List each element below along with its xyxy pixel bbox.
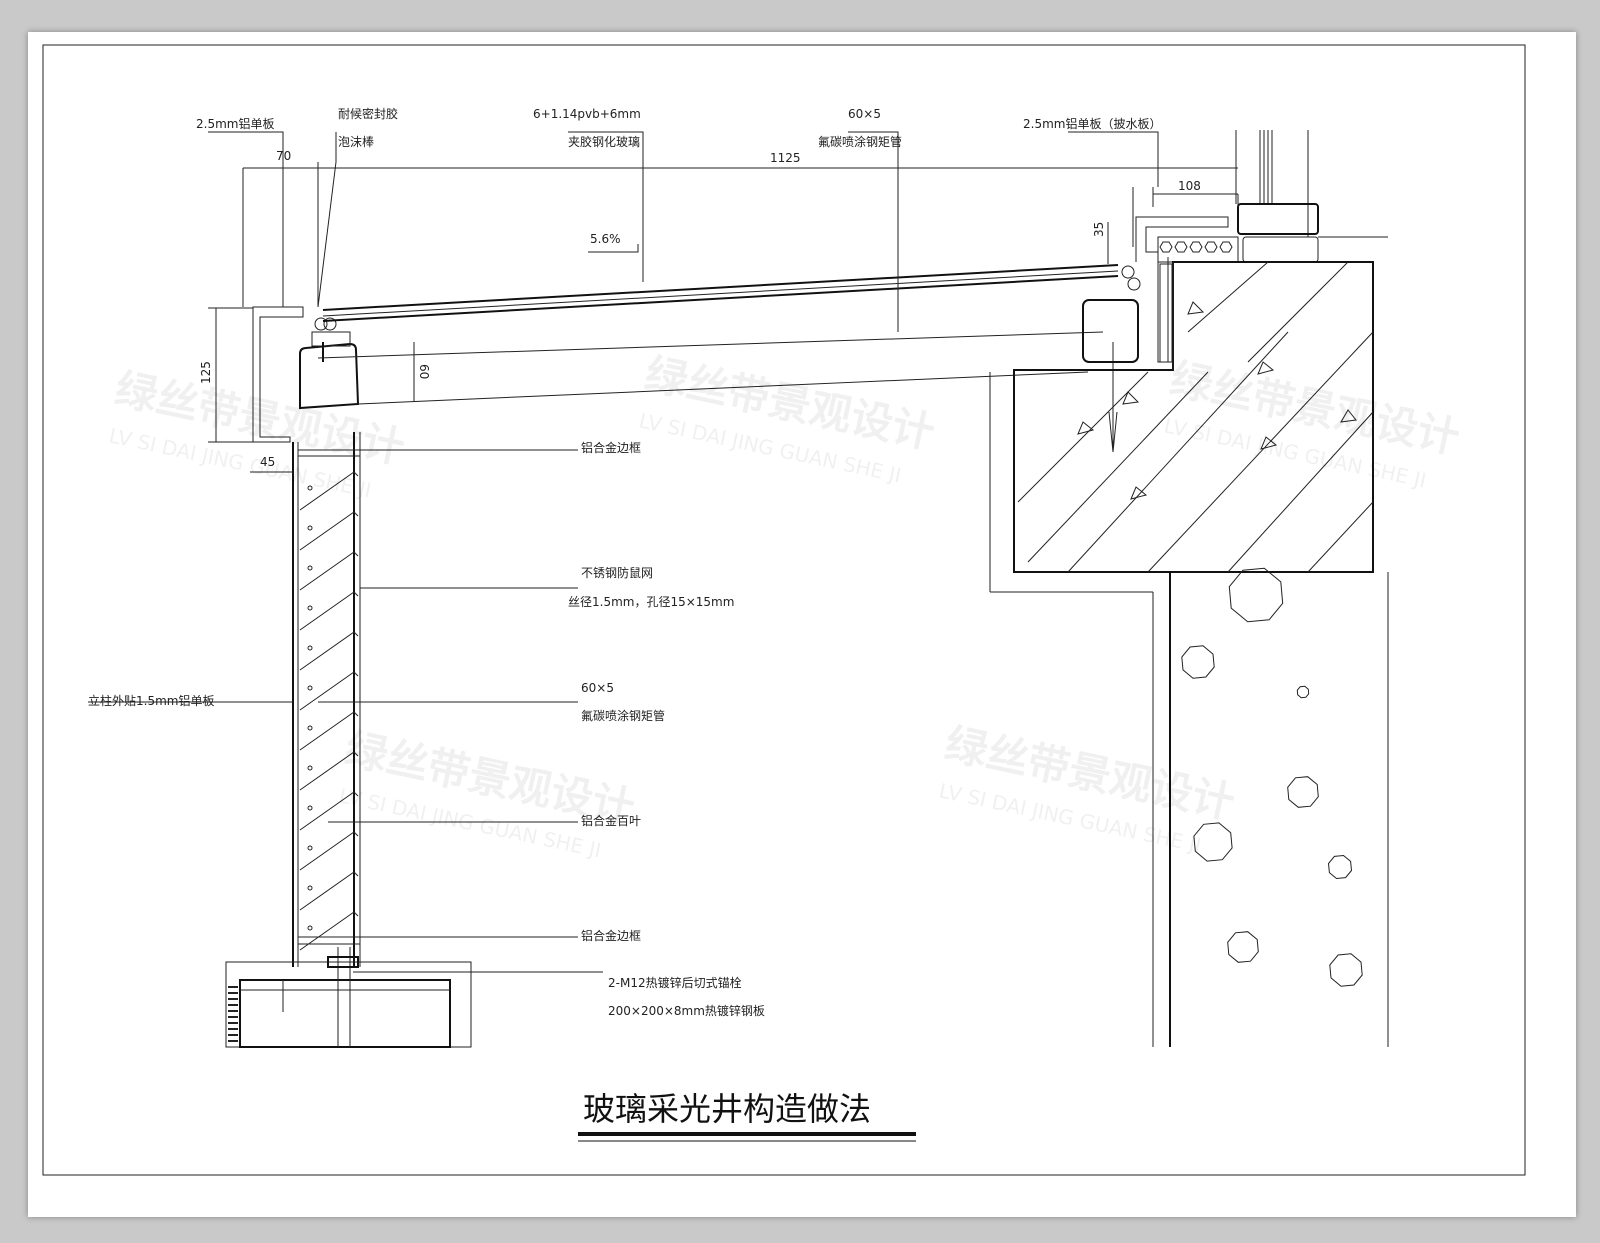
laminated-glass — [317, 264, 1119, 405]
dim-35: 35 — [1092, 222, 1106, 237]
aggregate-stone — [1181, 645, 1215, 679]
louver-pin — [307, 925, 313, 931]
label-al-plate-left: 2.5mm铝单板 — [196, 116, 274, 131]
aggregate-stone — [1287, 776, 1319, 808]
aggregate-stone — [1228, 567, 1284, 623]
leader-lines — [88, 131, 1159, 973]
louver-pin — [307, 565, 313, 571]
left-aluminum-plate — [252, 306, 304, 443]
drawing-title: 玻璃采光井构造做法 — [583, 1090, 871, 1128]
hatch-line — [1067, 331, 1289, 573]
dim-1125: 1125 — [770, 151, 801, 165]
louver-pin — [307, 725, 313, 731]
section-drawing: 2.5mm铝单板 耐候密封胶 泡沫棒 6+1.14pvb+6mm 夹胶钢化玻璃 … — [42, 44, 1526, 1176]
louver-pin — [307, 885, 313, 891]
label-louver: 铝合金百叶 — [581, 813, 641, 828]
left-column — [292, 432, 361, 967]
label-column-plate: 立柱外贴1.5mm铝单板 — [88, 693, 214, 708]
hatch-line — [1227, 411, 1374, 573]
label-glass-spec: 6+1.14pvb+6mm — [533, 107, 641, 121]
beam-hatching — [1017, 261, 1374, 573]
label-anchor: 2-M12热镀锌后切式锚栓 — [608, 975, 742, 990]
dimension-lines — [208, 162, 1239, 473]
louver-pin — [307, 645, 313, 651]
hatch-line — [1017, 371, 1149, 503]
label-steel-plate: 200×200×8mm热镀锌钢板 — [608, 1004, 765, 1018]
louver-blade — [299, 671, 359, 711]
label-tube-spec-mid: 60×5 — [581, 681, 614, 695]
label-sealant: 耐候密封胶 — [338, 106, 398, 121]
louver-blade — [299, 831, 359, 871]
right-steel-tube — [1082, 265, 1141, 453]
hatch-line — [1187, 261, 1269, 333]
label-tube-name-mid: 氟碳喷涂钢矩管 — [581, 708, 665, 723]
label-foam-rod: 泡沫棒 — [338, 135, 374, 149]
louver-pin — [307, 485, 313, 491]
dim-60: 60 — [417, 364, 431, 379]
louver-pin — [307, 525, 313, 531]
concrete-beam — [1013, 261, 1374, 573]
hatch-line — [1307, 501, 1374, 573]
insulation-fill — [1157, 236, 1239, 363]
dim-125: 125 — [199, 361, 213, 384]
label-tube-spec-top: 60×5 — [848, 107, 881, 121]
louver-pin — [307, 765, 313, 771]
left-steel-tube — [299, 317, 360, 410]
dim-slope: 5.6% — [590, 232, 621, 246]
base-footing — [225, 947, 472, 1048]
drawing-sheet: 2.5mm铝单板 耐候密封胶 泡沫棒 6+1.14pvb+6mm 夹胶钢化玻璃 … — [28, 32, 1576, 1217]
dim-108: 108 — [1178, 179, 1201, 193]
louver-pin — [307, 605, 313, 611]
hatch-line — [1147, 331, 1374, 573]
concrete-wall — [989, 372, 1389, 1047]
louver-blade — [299, 511, 359, 551]
aggregate-stone — [1227, 931, 1259, 963]
label-mesh-spec: 丝径1.5mm，孔径15×15mm — [568, 595, 734, 609]
aggregate-stone — [1193, 822, 1233, 862]
aggregate-fill — [1181, 567, 1363, 987]
hatch-line — [1247, 261, 1349, 363]
louver-blade — [299, 591, 359, 631]
louver-blade — [299, 871, 359, 911]
label-al-plate-right: 2.5mm铝单板（披水板） — [1023, 116, 1161, 131]
louver-blade — [299, 751, 359, 791]
louver-blade — [299, 631, 359, 671]
louver-pin — [307, 805, 313, 811]
label-glass-name: 夹胶钢化玻璃 — [568, 134, 640, 149]
window-profile — [1235, 130, 1388, 263]
label-tube-name-top: 氟碳喷涂钢矩管 — [818, 134, 902, 149]
label-frame-bottom: 铝合金边框 — [581, 928, 641, 943]
label-mesh-name: 不锈钢防鼠网 — [581, 565, 653, 580]
louver-blade — [299, 471, 359, 511]
hatch-line — [1027, 371, 1209, 563]
aggregate-stone — [1329, 953, 1363, 987]
flashing-plate — [1135, 216, 1229, 363]
louver-blade — [299, 551, 359, 591]
louver-blades — [299, 471, 359, 951]
aggregate-stone — [1327, 854, 1353, 880]
louver-pin — [307, 685, 313, 691]
louver-blade — [299, 791, 359, 831]
dim-45: 45 — [260, 455, 275, 469]
base-gravel — [228, 986, 238, 1042]
label-frame-top: 铝合金边框 — [581, 440, 641, 455]
dim-70: 70 — [276, 149, 291, 163]
louver-pin — [307, 845, 313, 851]
louver-blade — [299, 711, 359, 751]
aggregate-stone — [1296, 685, 1310, 699]
drawing-frame — [42, 44, 1526, 1176]
